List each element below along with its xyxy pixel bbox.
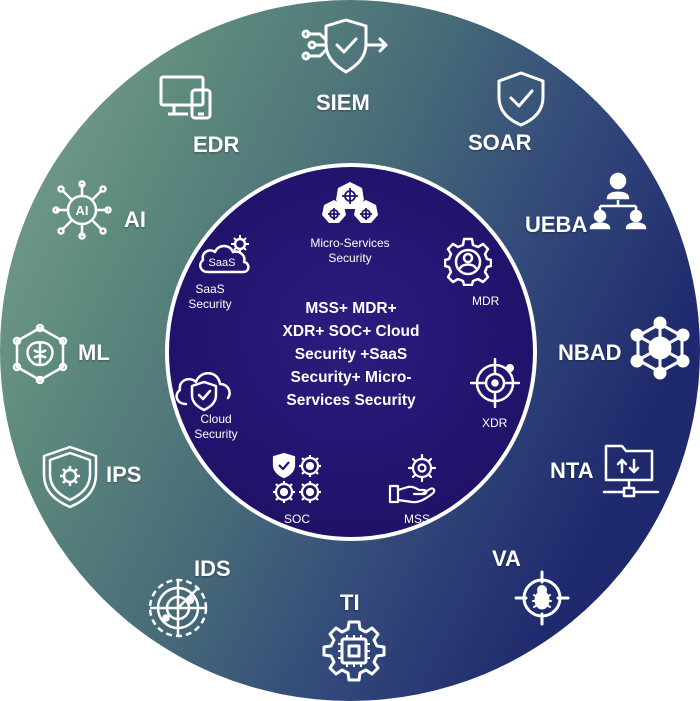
network-folder-icon bbox=[600, 440, 662, 502]
saas-label-line1: SaaS bbox=[195, 282, 225, 296]
gear-user-icon bbox=[444, 236, 492, 286]
center-line-1: MSS+ MDR+ bbox=[305, 300, 397, 317]
shield-virus-icon bbox=[40, 444, 100, 510]
ai-label: AI bbox=[124, 207, 146, 232]
saas-label-line2: Security bbox=[188, 297, 232, 311]
saas-label: SaaS Security bbox=[180, 282, 240, 312]
cloud-shield-icon bbox=[172, 362, 236, 412]
saas-icon-text: SaaS bbox=[209, 257, 236, 269]
center-line-4: Security+ Micro- bbox=[290, 369, 412, 386]
hierarchy-icon bbox=[588, 172, 648, 230]
target-icon bbox=[470, 358, 520, 408]
ai-icon-text: AI bbox=[76, 203, 89, 218]
center-summary-text: MSS+ MDR+ XDR+ SOC+ Cloud Security +SaaS… bbox=[265, 297, 437, 412]
va-label: VA bbox=[492, 546, 521, 571]
cloud-security-label-line2: Security bbox=[194, 427, 238, 441]
microservices-label-line2: Security bbox=[328, 251, 372, 265]
siem-icon bbox=[300, 14, 392, 80]
nta-label: NTA bbox=[550, 458, 594, 483]
nbad-label: NBAD bbox=[558, 340, 622, 365]
microservices-label: Micro-Services Security bbox=[300, 236, 400, 266]
shield-check-icon bbox=[494, 70, 548, 128]
brain-network-icon bbox=[8, 322, 72, 386]
xdr-label: XDR bbox=[482, 416, 508, 430]
center-line-2: XDR+ SOC+ Cloud bbox=[282, 323, 420, 340]
hand-gear-icon bbox=[388, 450, 444, 506]
ml-label: ML bbox=[78, 340, 110, 365]
center-line-3: Security +SaaS bbox=[294, 346, 408, 363]
ips-label: IPS bbox=[106, 462, 142, 487]
soar-label: SOAR bbox=[468, 130, 532, 155]
gear-chip-icon bbox=[322, 618, 386, 682]
bug-target-icon bbox=[514, 570, 570, 626]
devices-icon bbox=[158, 74, 214, 120]
ids-label: IDS bbox=[194, 556, 231, 581]
microservices-label-line1: Micro-Services bbox=[310, 236, 390, 250]
mss-label: MSS bbox=[404, 512, 431, 526]
kubernetes-cluster-icon bbox=[320, 180, 380, 230]
ti-label: TI bbox=[340, 590, 360, 615]
mdr-label: MDR bbox=[472, 294, 500, 308]
cloud-security-label-line1: Cloud bbox=[200, 412, 232, 426]
network-nodes-icon bbox=[628, 316, 692, 380]
cloud-security-label: Cloud Security bbox=[186, 412, 246, 442]
ai-chip-icon: AI bbox=[52, 180, 112, 240]
soc-label: SOC bbox=[284, 512, 311, 526]
ueba-label: UEBA bbox=[525, 212, 588, 237]
center-line-5: Services Security bbox=[286, 392, 416, 409]
shield-gears-icon bbox=[270, 452, 326, 508]
inner-circle bbox=[165, 163, 537, 541]
edr-label: EDR bbox=[193, 132, 240, 157]
saas-cloud-icon: SaaS bbox=[196, 232, 256, 276]
radar-icon bbox=[146, 576, 210, 640]
siem-label: SIEM bbox=[316, 90, 370, 115]
